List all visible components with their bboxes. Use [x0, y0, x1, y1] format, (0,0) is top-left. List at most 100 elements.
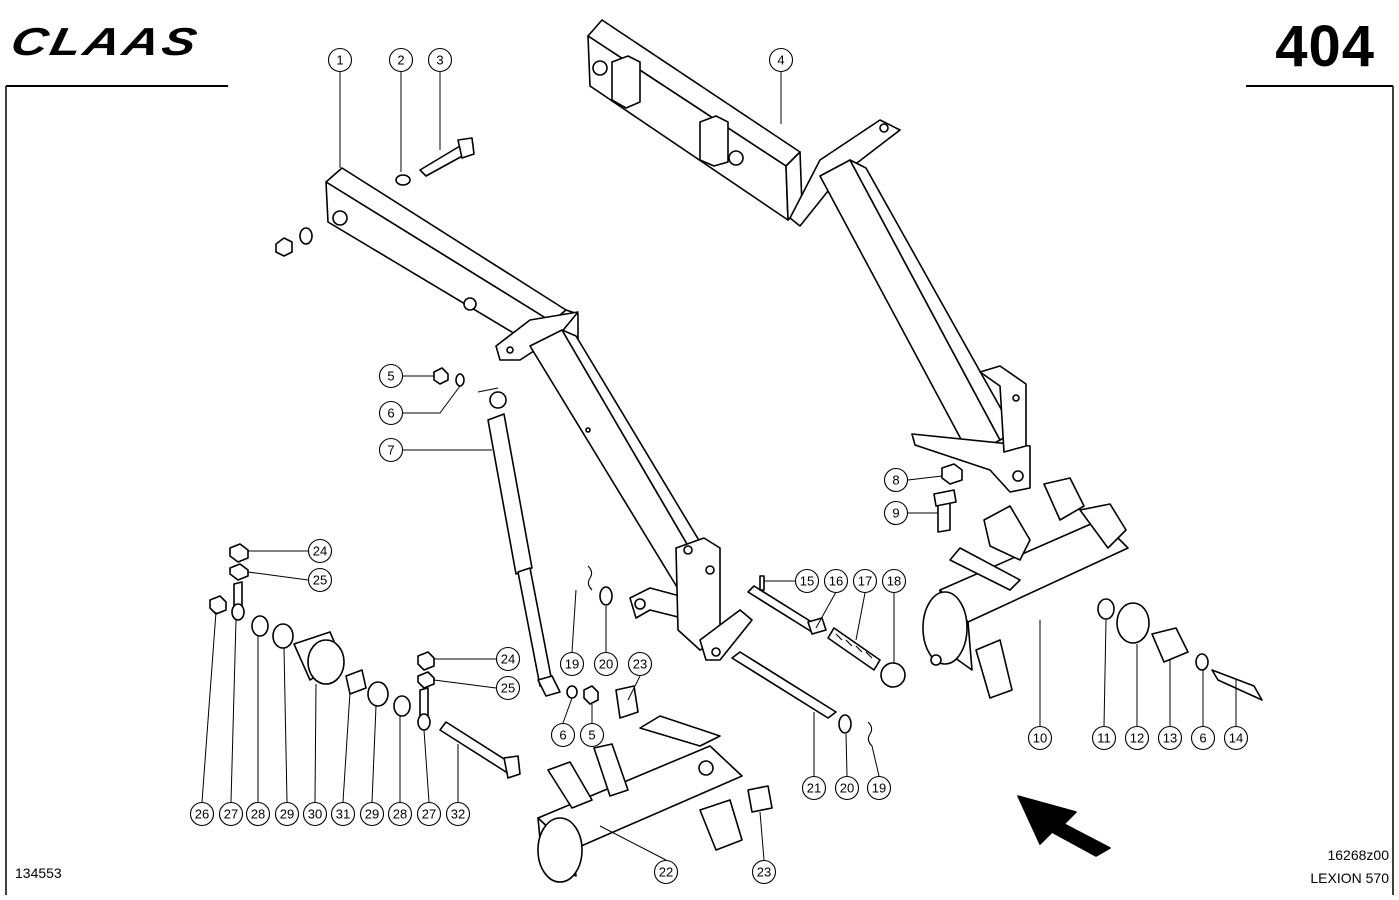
svg-text:15: 15: [800, 574, 814, 589]
callout-26: 26: [189, 611, 217, 827]
callout-23-upper: 23: [627, 651, 653, 701]
callout-11: 11: [1091, 619, 1117, 751]
callout-23-lower: 23: [751, 811, 777, 885]
callout-8: 8: [883, 467, 943, 493]
callout-2: 2: [388, 47, 414, 172]
svg-text:5: 5: [387, 369, 394, 384]
svg-text:19: 19: [872, 781, 886, 796]
callout-3: 3: [427, 47, 453, 150]
svg-text:17: 17: [858, 574, 872, 589]
part-22-housing: [537, 685, 773, 883]
callout-24-lower: 24: [434, 646, 521, 672]
svg-text:3: 3: [436, 53, 443, 68]
callout-28-left: 28: [245, 636, 271, 827]
svg-text:4: 4: [777, 53, 784, 68]
svg-text:28: 28: [251, 807, 265, 822]
footer-drawing-code: 16268z00: [1327, 847, 1389, 863]
callout-25-upper: 25: [247, 567, 333, 593]
svg-text:29: 29: [365, 807, 379, 822]
part-7-gas-strut: [477, 387, 561, 697]
svg-text:7: 7: [387, 443, 394, 458]
svg-text:18: 18: [887, 574, 901, 589]
callout-19-lower: 19: [866, 745, 892, 801]
svg-text:1: 1: [336, 53, 343, 68]
svg-text:14: 14: [1229, 731, 1243, 746]
svg-text:22: 22: [659, 865, 673, 880]
svg-text:23: 23: [757, 865, 771, 880]
callout-layer: 1 2 3 4 5 6 7 8 9 24 25 15 16 17 18 19 2…: [189, 47, 1249, 885]
callout-24-upper: 24: [248, 538, 333, 564]
svg-text:26: 26: [195, 807, 209, 822]
callout-9: 9: [883, 500, 938, 526]
callout-20-lower: 20: [834, 733, 860, 801]
callout-7: 7: [378, 437, 492, 463]
callout-5-lower: 5: [579, 704, 605, 748]
callout-32: 32: [445, 744, 471, 827]
svg-text:30: 30: [308, 807, 322, 822]
callout-5: 5: [378, 363, 434, 389]
svg-text:20: 20: [840, 781, 854, 796]
callout-14: 14: [1223, 680, 1249, 751]
svg-text:6: 6: [1199, 731, 1206, 746]
callout-16: 16: [815, 568, 849, 629]
callout-22: 22: [599, 825, 679, 885]
svg-text:32: 32: [451, 807, 465, 822]
svg-text:29: 29: [280, 807, 294, 822]
svg-text:8: 8: [892, 473, 899, 488]
svg-text:16: 16: [829, 574, 843, 589]
footer-part-code: 134553: [15, 865, 62, 881]
svg-text:9: 9: [892, 506, 899, 521]
callout-27-left: 27: [218, 619, 244, 827]
svg-text:31: 31: [336, 807, 350, 822]
page-number: 404: [1275, 14, 1375, 79]
pins-springs: [587, 565, 906, 747]
svg-text:25: 25: [313, 573, 327, 588]
svg-text:23: 23: [633, 657, 647, 672]
callout-19-upper: 19: [559, 589, 585, 677]
svg-text:21: 21: [807, 781, 821, 796]
callout-6-lower: 6: [550, 697, 576, 748]
svg-text:11: 11: [1097, 731, 1111, 746]
svg-text:6: 6: [387, 406, 394, 421]
svg-text:10: 10: [1033, 731, 1047, 746]
part-4-arm: [587, 19, 1031, 493]
svg-text:2: 2: [397, 53, 404, 68]
callout-31: 31: [330, 691, 356, 827]
callout-18: 18: [881, 568, 907, 663]
callout-6-right: 6: [1190, 670, 1216, 751]
callout-17: 17: [852, 568, 878, 641]
svg-text:27: 27: [422, 807, 436, 822]
svg-text:28: 28: [393, 807, 407, 822]
left-hardware-stack: [209, 543, 599, 779]
callout-1: 1: [327, 47, 353, 168]
svg-text:24: 24: [313, 544, 327, 559]
callout-30: 30: [302, 683, 328, 827]
callout-6: 6: [378, 385, 461, 426]
part-1-arm: [325, 167, 753, 661]
callout-28-right: 28: [387, 716, 413, 827]
callout-10: 10: [1027, 620, 1053, 751]
svg-text:27: 27: [224, 807, 238, 822]
callout-29-right: 29: [359, 705, 385, 827]
svg-text:24: 24: [501, 652, 515, 667]
svg-text:12: 12: [1130, 731, 1144, 746]
part-10-housing: [922, 477, 1263, 701]
callout-4: 4: [768, 47, 794, 124]
svg-text:6: 6: [559, 728, 566, 743]
direction-arrow: [1017, 795, 1111, 857]
callout-27-right: 27: [416, 729, 442, 827]
svg-text:20: 20: [599, 657, 613, 672]
callout-12: 12: [1124, 644, 1150, 751]
svg-text:5: 5: [588, 728, 595, 743]
callout-15: 15: [764, 568, 820, 594]
hardware-upper: [275, 137, 963, 533]
callout-20-upper: 20: [593, 606, 619, 677]
svg-text:13: 13: [1163, 731, 1177, 746]
footer-model: LEXION 570: [1310, 870, 1389, 886]
svg-text:25: 25: [501, 681, 515, 696]
callout-25-lower: 25: [433, 675, 521, 701]
callout-13: 13: [1157, 660, 1183, 751]
callout-21: 21: [801, 712, 827, 801]
